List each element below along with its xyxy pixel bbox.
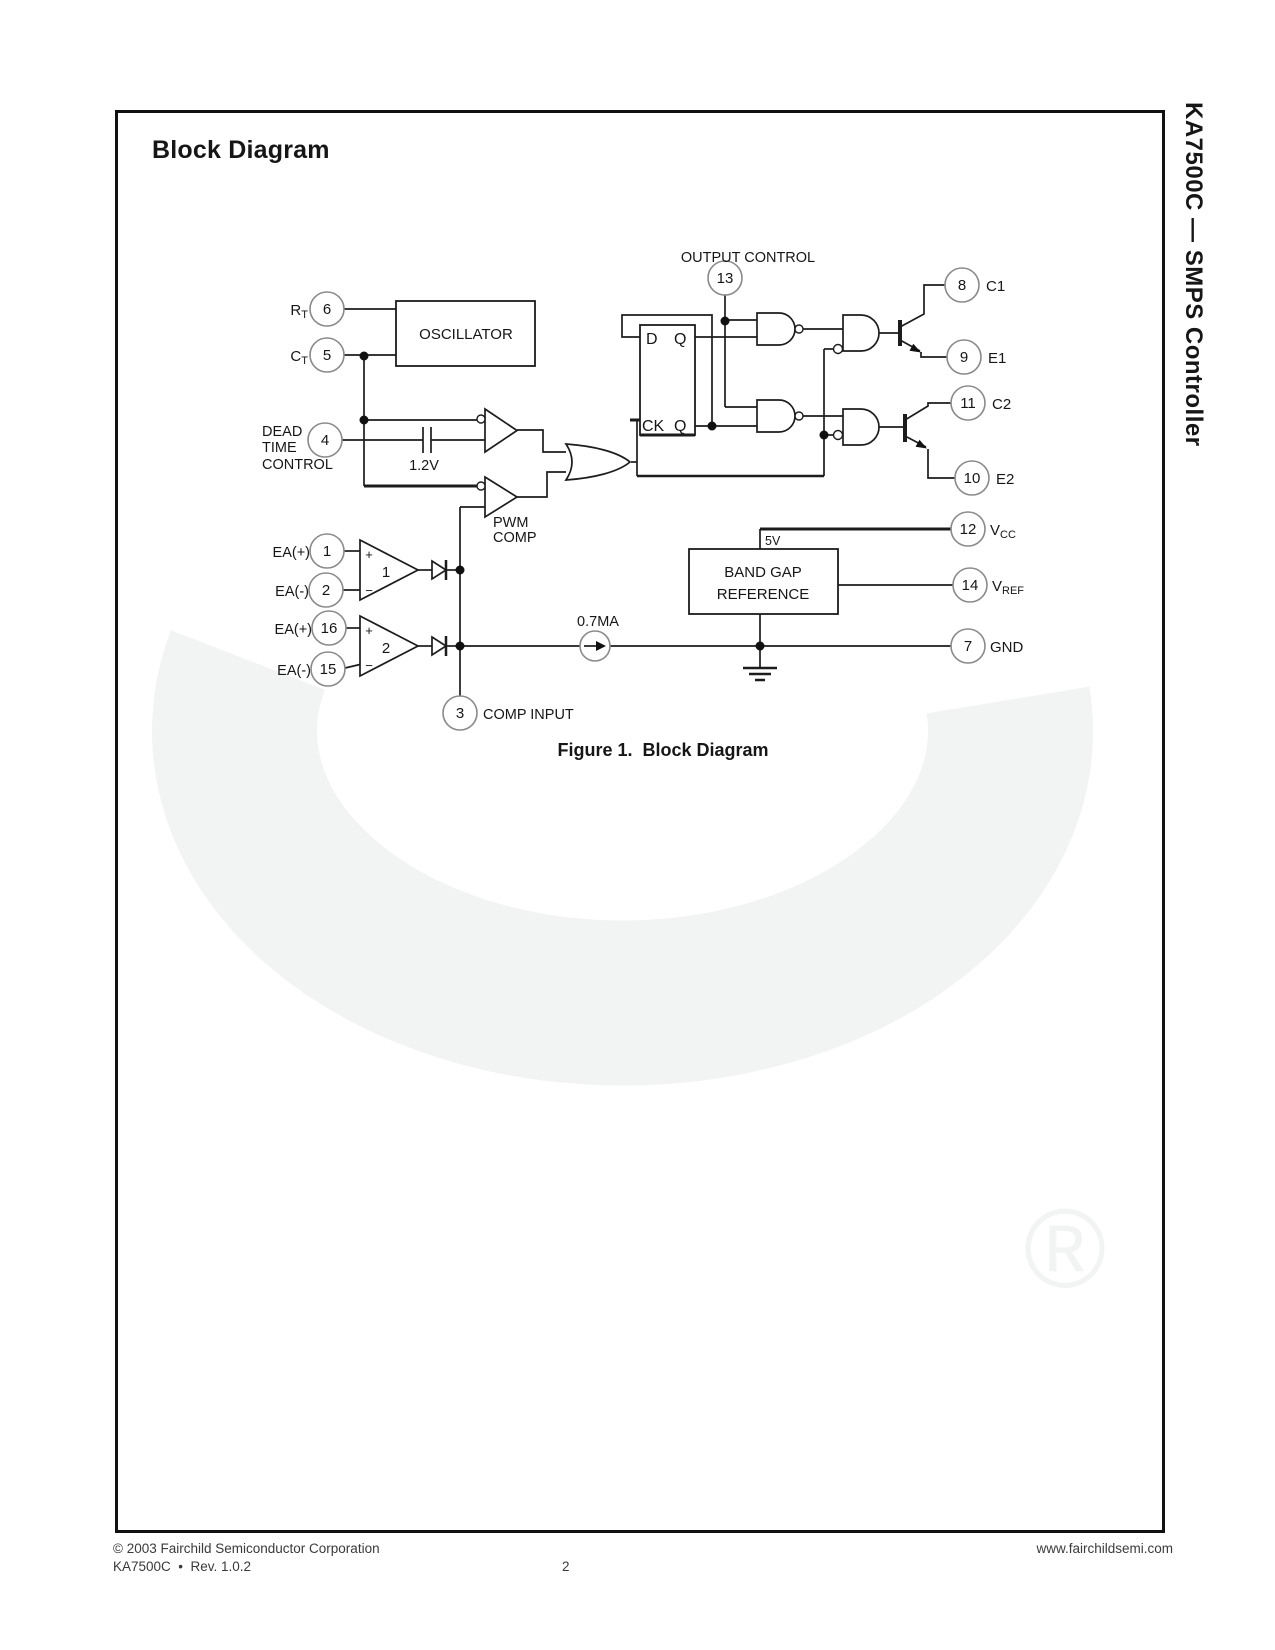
pin-14-vref: 14 <box>952 567 988 603</box>
vref-label: VREF <box>992 578 1024 597</box>
pin-16-ea2-plus: 16 <box>311 610 347 646</box>
registered-trademark-watermark: ® <box>1024 1186 1107 1311</box>
amp1-number: 1 <box>382 564 390 581</box>
pwm-label-line2: COMP <box>493 530 537 546</box>
bandgap-block: BAND GAP REFERENCE 5V <box>688 534 839 615</box>
side-vertical-title: KA7500C — SMPS Controller <box>1180 102 1207 447</box>
error-amp-2: + − 2 <box>359 614 448 678</box>
bandgap-label-line2: REFERENCE <box>717 586 810 603</box>
svg-text:9: 9 <box>960 349 968 366</box>
schematic-wires <box>342 284 955 696</box>
output-control-label: OUTPUT CONTROL <box>681 250 815 266</box>
ea2-plus-label: EA(+) <box>275 622 312 638</box>
e2-label: E2 <box>996 471 1014 488</box>
watermark-swoosh <box>152 630 1094 1086</box>
svg-text:1: 1 <box>323 543 331 560</box>
e1-label: E1 <box>988 350 1006 367</box>
current-source-value: 0.7MA <box>577 614 619 630</box>
svg-text:6: 6 <box>323 301 331 318</box>
footer-page-number: 2 <box>562 1559 570 1574</box>
amp1-minus-sign: − <box>365 583 373 598</box>
pin-9-e1: 9 <box>946 339 982 375</box>
page-border-frame <box>115 110 1165 1533</box>
ea2-minus-label: EA(-) <box>277 663 311 679</box>
output-transistor-1 <box>898 320 921 353</box>
pin-15-ea2-minus: 15 <box>310 651 346 687</box>
pwm-label-line1: PWM <box>493 515 528 531</box>
bandgap-voltage-label: 5V <box>765 534 781 548</box>
amp2-number: 2 <box>382 640 390 657</box>
flipflop-qb-label: Q <box>674 418 686 435</box>
svg-text:8: 8 <box>958 277 966 294</box>
flipflop-d-label: D <box>646 331 658 348</box>
pin-10-e2: 10 <box>954 460 990 496</box>
nand-gate-2 <box>756 399 804 433</box>
footer-copyright: © 2003 Fairchild Semiconductor Corporati… <box>113 1541 380 1556</box>
rt-label: RT <box>290 302 308 321</box>
amp1-plus-sign: + <box>365 547 373 562</box>
deadtime-label-line3: CONTROL <box>262 457 333 473</box>
gnd-label: GND <box>990 639 1024 656</box>
pin-4-deadtime: 4 <box>307 422 343 458</box>
current-source: 0.7MA <box>577 614 619 662</box>
output-gate-1 <box>832 314 880 355</box>
ea1-plus-label: EA(+) <box>273 545 310 561</box>
oscillator-label: OSCILLATOR <box>419 326 513 343</box>
svg-text:7: 7 <box>964 638 972 655</box>
pin-circles: 6 5 4 1 2 16 15 3 13 <box>307 260 990 731</box>
svg-text:3: 3 <box>456 705 464 722</box>
ct-label: CT <box>290 348 308 367</box>
flipflop-block: D Q CK Q <box>639 324 696 437</box>
ea1-minus-label: EA(-) <box>275 584 309 600</box>
pin-5-ct: 5 <box>309 337 345 373</box>
pin-6-rt: 6 <box>309 291 345 327</box>
pin-11-c2: 11 <box>950 385 986 421</box>
pin-3-comp-input: 3 <box>442 695 478 731</box>
deadtime-ref-voltage: 1.2V <box>409 458 439 474</box>
deadtime-comparator <box>476 407 519 454</box>
svg-text:13: 13 <box>717 270 734 287</box>
svg-text:11: 11 <box>960 395 976 412</box>
bandgap-label-line1: BAND GAP <box>724 564 802 581</box>
svg-text:4: 4 <box>321 432 329 449</box>
amp2-plus-sign: + <box>365 623 373 638</box>
svg-text:16: 16 <box>321 620 338 637</box>
vcc-label: VCC <box>990 522 1016 541</box>
svg-text:14: 14 <box>962 577 979 594</box>
pin-7-gnd: 7 <box>950 628 986 664</box>
page-title: Block Diagram <box>152 136 330 164</box>
output-transistor-2 <box>903 414 927 449</box>
deadtime-label-line1: DEAD <box>262 424 302 440</box>
footer-website: www.fairchildsemi.com <box>1036 1541 1173 1556</box>
flipflop-ck-label: CK <box>642 418 665 435</box>
pin-13-output-control: 13 <box>707 260 743 296</box>
c1-label: C1 <box>986 278 1005 295</box>
footer-revision: KA7500C • Rev. 1.0.2 <box>113 1559 252 1574</box>
fairchild-logo-watermark: ® <box>152 630 1107 1311</box>
or-gate <box>564 443 632 481</box>
pwm-comparator: PWM COMP <box>476 475 537 546</box>
svg-text:10: 10 <box>964 470 981 487</box>
error-amp-1: + − 1 <box>359 538 448 602</box>
pin-8-c1: 8 <box>944 267 980 303</box>
oscillator-block: OSCILLATOR <box>395 300 536 367</box>
comp-input-label: COMP INPUT <box>483 707 574 723</box>
deadtime-label-line2: TIME <box>262 440 297 456</box>
amp2-minus-sign: − <box>365 658 373 673</box>
svg-text:12: 12 <box>960 521 977 538</box>
svg-text:15: 15 <box>320 661 337 678</box>
pin-labels: RT CT DEAD TIME CONTROL EA(+) EA(-) EA(+… <box>262 250 1024 723</box>
svg-text:2: 2 <box>322 582 330 599</box>
pin-2-ea1-minus: 2 <box>308 572 344 608</box>
svg-text:5: 5 <box>323 347 331 364</box>
figure-caption: Figure 1. Block Diagram <box>557 740 769 760</box>
flipflop-q-label: Q <box>674 331 686 348</box>
pin-1-ea1-plus: 1 <box>309 533 345 569</box>
output-gate-2 <box>832 408 880 446</box>
pin-12-vcc: 12 <box>950 511 986 547</box>
c2-label: C2 <box>992 396 1011 413</box>
junction-dots <box>359 316 829 651</box>
nand-gate-1 <box>756 312 804 346</box>
